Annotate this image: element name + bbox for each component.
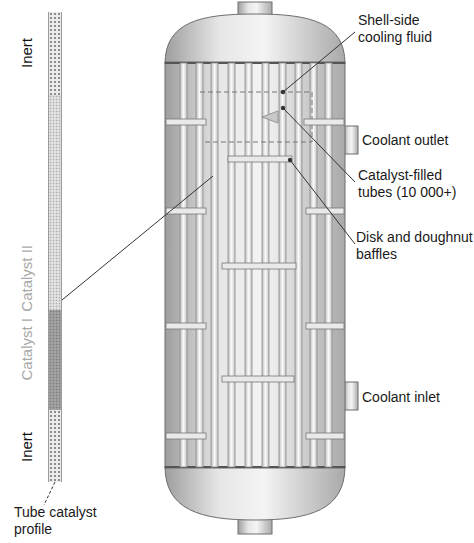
disk-baffle <box>222 376 294 382</box>
callout-label: Coolant outlet <box>362 132 474 149</box>
reactor-shell <box>165 62 345 468</box>
doughnut-baffle <box>306 323 344 329</box>
catalyst-band: Inert <box>14 410 62 482</box>
coolant-outlet-nozzle <box>344 126 358 154</box>
tube <box>211 63 218 467</box>
callout-label: Disk and doughnut baffles <box>356 229 473 263</box>
doughnut-baffle <box>166 433 206 439</box>
leader-dot <box>281 106 285 110</box>
doughnut-baffle <box>166 323 206 329</box>
disk-baffle <box>228 156 292 162</box>
catalyst-band: Catalyst II <box>14 95 62 310</box>
coolant-inlet-nozzle <box>344 382 358 410</box>
leader-line <box>62 176 213 300</box>
doughnut-baffle <box>306 433 344 439</box>
callout-label: Coolant inlet <box>362 389 474 406</box>
flow-arrow <box>262 111 278 123</box>
dashed-line <box>312 92 313 142</box>
doughnut-baffle <box>166 208 206 214</box>
band-label: Catalyst II <box>18 245 36 312</box>
callout-label: Catalyst-filled tubes (10 000+) <box>358 167 470 201</box>
bottom-head <box>165 466 345 520</box>
doughnut-baffle <box>304 119 344 125</box>
doughnut-baffle <box>306 208 344 214</box>
leader-dot <box>288 158 292 162</box>
profile-caption: Tube catalyst profile <box>14 504 114 538</box>
leader-dot <box>281 90 285 94</box>
leader-line <box>290 160 355 244</box>
catalyst-band: Catalyst I <box>14 310 62 410</box>
dashed-line <box>200 92 312 93</box>
disk-baffle <box>222 263 296 269</box>
cutaway-outline <box>200 92 312 142</box>
top-head <box>165 14 345 64</box>
band-fill <box>48 95 62 310</box>
leader-lines <box>44 32 355 505</box>
band-fill <box>48 310 62 410</box>
leader-line <box>283 108 355 182</box>
dashed-line <box>205 142 312 143</box>
band-label: Catalyst I <box>18 318 36 381</box>
baffles <box>166 119 344 439</box>
callout-label: Shell-side cooling fluid <box>358 12 462 46</box>
band-fill <box>48 410 62 482</box>
leader-line <box>283 32 355 92</box>
band-label: Inert <box>18 38 36 68</box>
dashed-leader <box>44 482 55 505</box>
band-fill <box>48 12 62 95</box>
band-label: Inert <box>18 432 36 462</box>
tube-sheet <box>165 466 345 468</box>
catalyst-band: Inert <box>14 12 62 95</box>
doughnut-baffle <box>166 119 206 125</box>
